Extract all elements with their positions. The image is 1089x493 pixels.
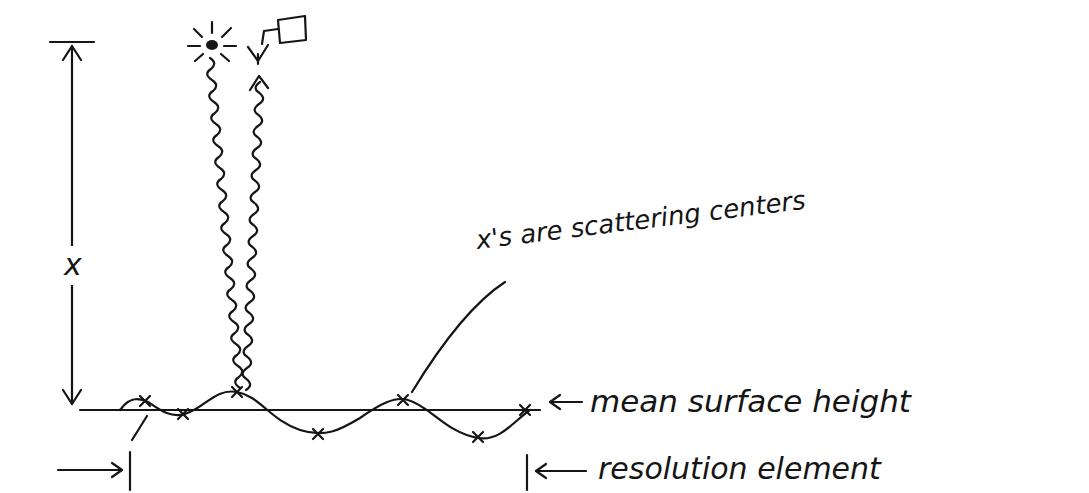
ray <box>195 54 203 61</box>
rough-surface <box>120 391 530 438</box>
receiver-box <box>278 16 306 43</box>
scattered-wave <box>243 82 264 390</box>
resolution-bar <box>129 452 131 490</box>
scatter-mark <box>232 387 242 397</box>
top-bar <box>50 41 94 43</box>
ray <box>188 45 200 47</box>
arrow-head <box>536 464 546 478</box>
ray <box>224 45 236 47</box>
receiver-stem <box>257 54 259 64</box>
callout-text: mean surface height <box>590 384 911 420</box>
receiver-mast <box>262 29 278 44</box>
ray <box>222 28 231 37</box>
incident-wave <box>207 58 242 388</box>
scatter-mark <box>398 395 408 405</box>
arrow-head <box>63 46 81 60</box>
scatter-mark <box>473 432 483 442</box>
leader-line <box>412 282 505 392</box>
scatter-mark <box>313 429 323 439</box>
tick-stroke <box>132 416 147 440</box>
dimension-label: x <box>60 246 86 285</box>
arrow-head <box>250 76 268 90</box>
resolution-arrow <box>58 469 122 471</box>
ray <box>221 54 229 61</box>
source-rays <box>188 22 236 61</box>
arrow-head <box>112 463 122 477</box>
ray <box>211 22 213 33</box>
resolution-bar <box>526 455 528 490</box>
ray <box>194 29 202 37</box>
callout-text: resolution element <box>598 452 881 487</box>
arrow-head <box>63 390 81 404</box>
dimension-line <box>71 46 73 404</box>
scatter-mark <box>178 409 188 419</box>
mean-surface-line <box>80 409 540 411</box>
scatter-mark <box>520 405 530 415</box>
source-dot <box>206 40 218 50</box>
scattering-centers <box>140 387 530 442</box>
resolution-arrow <box>536 470 586 472</box>
callout-text: x's are scattering centers <box>474 186 807 256</box>
pointer-arrow <box>550 401 582 403</box>
arrow-head <box>550 395 560 409</box>
scatter-mark <box>140 396 150 406</box>
